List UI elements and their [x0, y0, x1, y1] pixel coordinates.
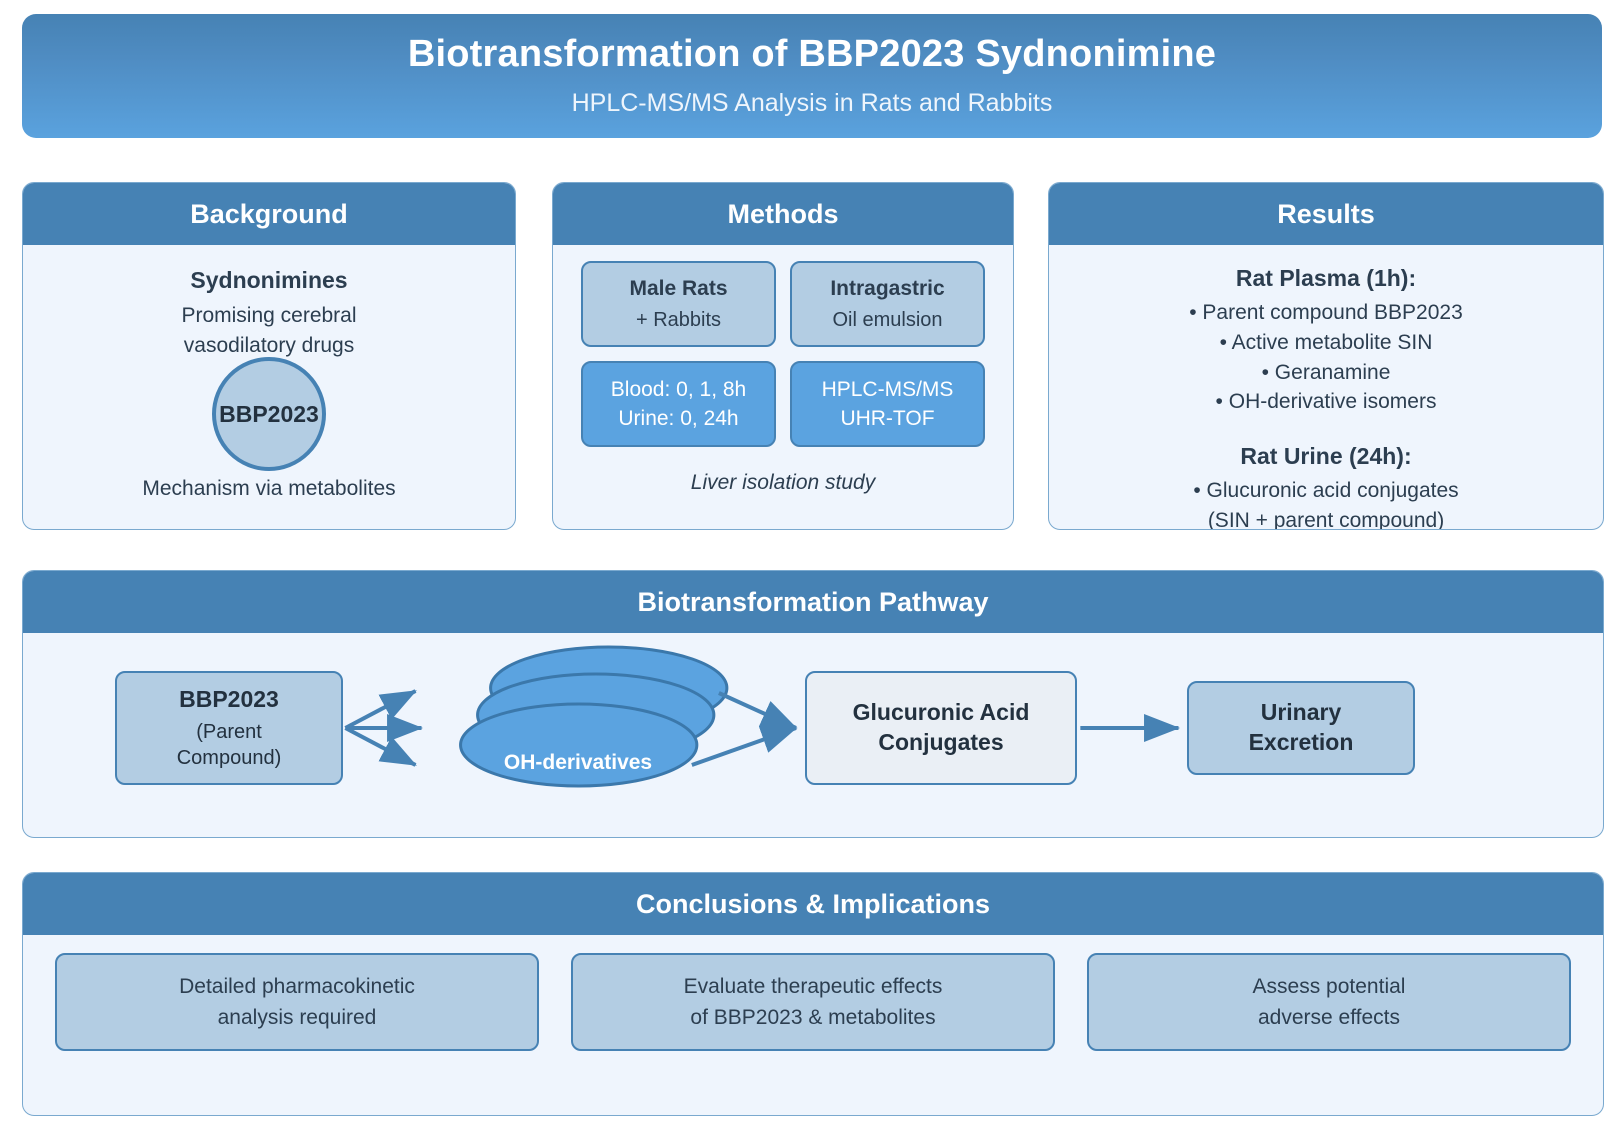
page-subtitle: HPLC-MS/MS Analysis in Rats and Rabbits: [571, 89, 1053, 118]
results-plasma-heading: Rat Plasma (1h):: [1235, 265, 1417, 291]
pathway-parent-line-1: (Parent: [196, 721, 262, 744]
panel-background-body: Sydnonimines Promising cerebral vasodila…: [23, 245, 515, 529]
pathway-conjugates-line-1: Glucuronic Acid: [852, 699, 1030, 726]
panel-conclusions: Conclusions & Implications Detailed phar…: [22, 872, 1604, 1116]
panel-pathway-body: BBP2023 (Parent Compound) OH-derivatives…: [23, 633, 1603, 823]
pathway-parent-line-2: Compound): [176, 747, 282, 770]
panel-methods-body: Male Rats + Rabbits Intragastric Oil emu…: [553, 245, 1013, 509]
methods-card-instrument-title: HPLC-MS/MS: [821, 377, 954, 401]
results-urine-item: (SIN + parent compound): [1207, 509, 1445, 530]
conclusions-card-pharmacokinetics: Detailed pharmacokinetic analysis requir…: [55, 953, 539, 1051]
methods-card-administration-title: Intragastric: [830, 277, 945, 301]
pathway-node-glucuronic-conjugates: Glucuronic Acid Conjugates: [805, 671, 1077, 785]
pathway-excretion-line-2: Excretion: [1248, 729, 1354, 755]
methods-caption: Liver isolation study: [690, 471, 876, 494]
methods-card-instrument: HPLC-MS/MS UHR-TOF: [790, 361, 985, 447]
conclusions-card-line-1: Evaluate therapeutic effects: [683, 974, 943, 998]
methods-card-sampling-title: Blood: 0, 1, 8h: [610, 377, 747, 401]
conclusions-card-line-1: Assess potential: [1252, 974, 1406, 998]
conclusions-card-adverse-effects: Assess potential adverse effects: [1087, 953, 1571, 1051]
background-line-2: vasodilatory drugs: [183, 334, 355, 358]
pathway-node-parent-compound: BBP2023 (Parent Compound): [115, 671, 343, 785]
panel-results-header: Results: [1049, 183, 1603, 245]
conclusions-card-grid: Detailed pharmacokinetic analysis requir…: [23, 935, 1603, 1051]
methods-card-administration-detail: Oil emulsion: [832, 308, 943, 331]
methods-card-subjects-detail: + Rabbits: [635, 308, 722, 331]
panel-pathway-header: Biotransformation Pathway: [23, 571, 1603, 633]
conclusions-card-line-2: of BBP2023 & metabolites: [690, 1006, 936, 1029]
panel-results: Results Rat Plasma (1h): • Parent compou…: [1048, 182, 1604, 530]
pathway-excretion-line-1: Urinary: [1260, 699, 1342, 726]
background-heading: Sydnonimines: [190, 267, 348, 293]
background-footer: Mechanism via metabolites: [142, 477, 396, 500]
conclusions-card-line-2: adverse effects: [1257, 1006, 1400, 1029]
pathway-parent-title: BBP2023: [179, 685, 279, 712]
page-title: Biotransformation of BBP2023 Sydnonimine: [407, 33, 1217, 76]
panel-background: Background Sydnonimines Promising cerebr…: [22, 182, 516, 530]
page-banner: Biotransformation of BBP2023 Sydnonimine…: [22, 14, 1602, 138]
panel-conclusions-body: Detailed pharmacokinetic analysis requir…: [23, 935, 1603, 1051]
results-plasma-item: • Geranamine: [1261, 360, 1391, 384]
panel-background-header: Background: [23, 183, 515, 245]
methods-card-grid: Male Rats + Rabbits Intragastric Oil emu…: [567, 261, 999, 447]
methods-card-subjects: Male Rats + Rabbits: [581, 261, 776, 347]
results-plasma-item: • Parent compound BBP2023: [1189, 301, 1463, 324]
methods-card-subjects-title: Male Rats: [629, 277, 728, 301]
oh-derivative-ellipse-front: [459, 702, 699, 788]
methods-card-administration: Intragastric Oil emulsion: [790, 261, 985, 347]
panel-methods-header: Methods: [553, 183, 1013, 245]
pathway-connectors: [344, 645, 1181, 788]
bbp2023-circle-label: BBP2023: [219, 400, 319, 427]
results-urine-heading: Rat Urine (24h):: [1240, 443, 1412, 470]
methods-card-instrument-detail: UHR-TOF: [840, 407, 935, 430]
pathway-node-urinary-excretion: Urinary Excretion: [1187, 681, 1415, 775]
methods-card-sampling: Blood: 0, 1, 8h Urine: 0, 24h: [581, 361, 776, 447]
background-line-1: Promising cerebral: [181, 304, 357, 327]
panel-conclusions-header: Conclusions & Implications: [23, 873, 1603, 935]
results-plasma-item: • Active metabolite SIN: [1219, 330, 1433, 354]
results-plasma-item: • OH-derivative isomers: [1215, 390, 1437, 414]
conclusions-card-line-1: Detailed pharmacokinetic: [179, 974, 415, 998]
pathway-diagram: BBP2023 (Parent Compound) OH-derivatives…: [23, 633, 1603, 823]
panel-results-body: Rat Plasma (1h): • Parent compound BBP20…: [1049, 245, 1603, 530]
conclusions-card-line-2: analysis required: [217, 1006, 377, 1029]
methods-card-sampling-detail: Urine: 0, 24h: [618, 407, 739, 430]
pathway-conjugates-line-2: Conjugates: [878, 729, 1004, 755]
bbp2023-circle: BBP2023: [212, 357, 326, 471]
conclusions-card-therapeutic-effects: Evaluate therapeutic effects of BBP2023 …: [571, 953, 1055, 1051]
panel-pathway: Biotransformation Pathway: [22, 570, 1604, 838]
panel-methods: Methods Male Rats + Rabbits Intragastric…: [552, 182, 1014, 530]
results-urine-item: • Glucuronic acid conjugates: [1193, 479, 1459, 503]
